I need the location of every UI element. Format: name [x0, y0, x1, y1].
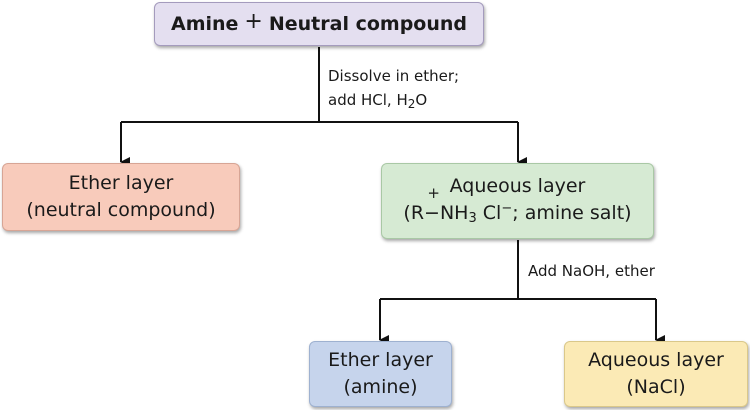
ether-layer-neutral-box: Ether layer (neutral compound) — [2, 163, 240, 231]
aqueous-layer-2-title: Aqueous layer — [588, 349, 724, 371]
ether-layer-amine-box: Ether layer (amine) — [309, 341, 452, 407]
aqueous-layer-2-content: (NaCl) — [626, 376, 686, 398]
step1-line2: add HCl, H2O — [328, 91, 428, 111]
aqueous-layer-nacl-box: Aqueous layer (NaCl) — [564, 341, 748, 407]
ether-layer-1-title: Ether layer — [68, 172, 174, 194]
ammonium-charge: + — [427, 184, 440, 202]
step1-label: Dissolve in ether; add HCl, H2O — [328, 64, 459, 113]
ether-layer-2-title: Ether layer — [328, 349, 433, 371]
ether-layer-2-content: (amine) — [343, 376, 418, 398]
step2-label: Add NaOH, ether — [528, 262, 655, 280]
aqueous-layer-1-title: Aqueous layer — [449, 175, 586, 197]
start-part2: Neutral compound — [268, 12, 467, 35]
start-part1: Amine — [170, 12, 239, 35]
ether-layer-1-content: (neutral compound) — [26, 199, 216, 221]
step1-line1: Dissolve in ether; — [328, 67, 460, 85]
aqueous-layer-salt-box: Aqueous layer +(R−NH3 Cl−; amine salt) — [381, 163, 654, 239]
amine-neutral-compound-box: Amine + Neutral compound — [154, 2, 484, 46]
aqueous-layer-1-content: +(R−NH3 Cl−; amine salt) — [403, 184, 631, 229]
plus-sign: + — [244, 8, 263, 34]
